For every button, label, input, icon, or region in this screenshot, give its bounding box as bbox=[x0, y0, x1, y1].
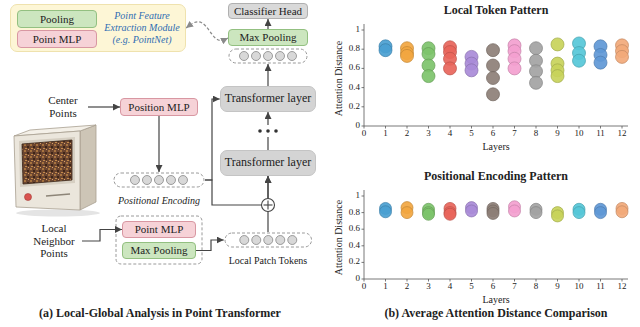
box-label: Point MLP bbox=[135, 223, 184, 236]
tick-label: 0.4 bbox=[349, 83, 360, 93]
module-panel: PoolingPoint MLP Point Feature Extraction… bbox=[10, 4, 186, 52]
flow-arrow bbox=[267, 19, 268, 29]
axis-title: Attention Distance bbox=[333, 40, 344, 115]
box-label: Center Points bbox=[38, 94, 88, 119]
computer-illustration bbox=[14, 125, 100, 217]
tick-label: 2 bbox=[405, 129, 410, 139]
tick-label: 3 bbox=[426, 282, 431, 292]
token-row: Local Patch Tokens bbox=[224, 232, 313, 264]
add-symbol bbox=[262, 199, 275, 212]
mlp-box: Point MLP bbox=[122, 221, 196, 238]
token-circles bbox=[228, 48, 308, 64]
flow-arrow bbox=[196, 240, 224, 251]
box-label: Point Feature Extraction Module (e.g. Po… bbox=[101, 10, 183, 46]
box-label: Pooling bbox=[40, 13, 74, 26]
tick-label: 0.2 bbox=[349, 257, 360, 267]
flow-arrow bbox=[267, 176, 268, 232]
input-label: Local Neighbor Points bbox=[26, 222, 82, 262]
tick-label: 0.8 bbox=[349, 208, 360, 218]
tick-label: 0 bbox=[356, 121, 361, 131]
axis-title: Layers bbox=[482, 141, 509, 152]
token-circles bbox=[113, 172, 205, 188]
mlp-box: Point MLP bbox=[17, 30, 97, 48]
tick-label: 12 bbox=[618, 129, 627, 139]
caption: (b) Average Attention Distance Compariso… bbox=[384, 307, 607, 320]
tick-label: 8 bbox=[534, 129, 539, 139]
flow-arrow bbox=[205, 99, 220, 180]
tick-label: 4 bbox=[448, 282, 453, 292]
box-label: Classifier Head bbox=[234, 5, 302, 18]
flow-arrow bbox=[267, 64, 268, 86]
box-label: Max Pooling bbox=[130, 244, 187, 257]
box-label: Local Neighbor Points bbox=[26, 222, 82, 260]
tick-label: 2 bbox=[405, 282, 410, 292]
tick-label: 11 bbox=[596, 129, 605, 139]
pooling-box: Max Pooling bbox=[122, 242, 196, 259]
transformer-box: Transformer layer bbox=[220, 150, 317, 176]
mlp-box: Position MLP bbox=[120, 98, 198, 116]
tick-label: 8 bbox=[534, 282, 539, 292]
token-circles bbox=[224, 232, 313, 248]
tick-label: 3 bbox=[426, 129, 431, 139]
tick-label: 1 bbox=[383, 129, 388, 139]
tick-label: 4 bbox=[448, 129, 453, 139]
tick-label: 0 bbox=[362, 129, 367, 139]
flow-arrow bbox=[82, 230, 122, 242]
axis-title: Attention Distance bbox=[333, 200, 344, 275]
tick-label: 1 bbox=[356, 25, 361, 35]
input-label: Center Points bbox=[38, 94, 88, 120]
tick-label: 10 bbox=[575, 282, 584, 292]
tick-label: 0.2 bbox=[349, 102, 360, 112]
box-label: Local Patch Tokens bbox=[229, 255, 308, 266]
tick-label: 10 bbox=[575, 129, 584, 139]
tick-label: 9 bbox=[555, 282, 560, 292]
tick-label: 1 bbox=[356, 191, 361, 201]
tick-label: 0.8 bbox=[349, 44, 360, 54]
box-label: Positional Encoding bbox=[118, 195, 200, 206]
tick-label: 0.6 bbox=[349, 224, 360, 234]
tick-label: 6 bbox=[491, 129, 496, 139]
tick-label: 5 bbox=[469, 129, 474, 139]
tick-label: 7 bbox=[512, 282, 517, 292]
caption: (a) Local-Global Analysis in Point Trans… bbox=[39, 307, 281, 320]
box-label: Point MLP bbox=[33, 33, 82, 46]
tick-label: 0 bbox=[356, 274, 361, 284]
ellipsis-dots bbox=[254, 125, 282, 137]
box-label: Transformer layer bbox=[225, 92, 312, 106]
head-box: Classifier Head bbox=[228, 3, 308, 19]
chart-title: Positional Encoding Pattern bbox=[424, 170, 568, 183]
tick-label: 11 bbox=[596, 282, 605, 292]
pooling-box: Pooling bbox=[17, 10, 97, 28]
chart-title: Local Token Pattern bbox=[444, 4, 549, 17]
flow-arrow bbox=[158, 116, 159, 172]
module-outline bbox=[116, 216, 202, 264]
box-label: Transformer layer bbox=[225, 156, 312, 170]
tick-label: 1 bbox=[383, 282, 388, 292]
tick-label: 0.6 bbox=[349, 63, 360, 73]
tick-label: 9 bbox=[555, 129, 560, 139]
token-row: Positional Encoding bbox=[113, 172, 205, 204]
scatter-plot bbox=[362, 190, 629, 282]
pooling-pill: Max Pooling bbox=[228, 29, 308, 46]
flow-arrow bbox=[88, 106, 120, 107]
scatter-charts bbox=[362, 24, 629, 282]
dashed-arrow bbox=[186, 22, 228, 41]
scatter-plot bbox=[362, 24, 629, 129]
transformer-box: Transformer layer bbox=[220, 86, 317, 112]
tick-label: 6 bbox=[491, 282, 496, 292]
tick-label: 7 bbox=[512, 129, 517, 139]
box-label: Position MLP bbox=[128, 101, 189, 114]
axis-title: Layers bbox=[482, 294, 509, 305]
tick-label: 0 bbox=[362, 282, 367, 292]
pooling-box: Max Pooling bbox=[228, 29, 308, 64]
tick-label: 0.4 bbox=[349, 241, 360, 251]
flow-arrow bbox=[205, 176, 268, 205]
box-label: Max Pooling bbox=[239, 31, 296, 44]
tick-label: 12 bbox=[618, 282, 627, 292]
tick-label: 5 bbox=[469, 282, 474, 292]
